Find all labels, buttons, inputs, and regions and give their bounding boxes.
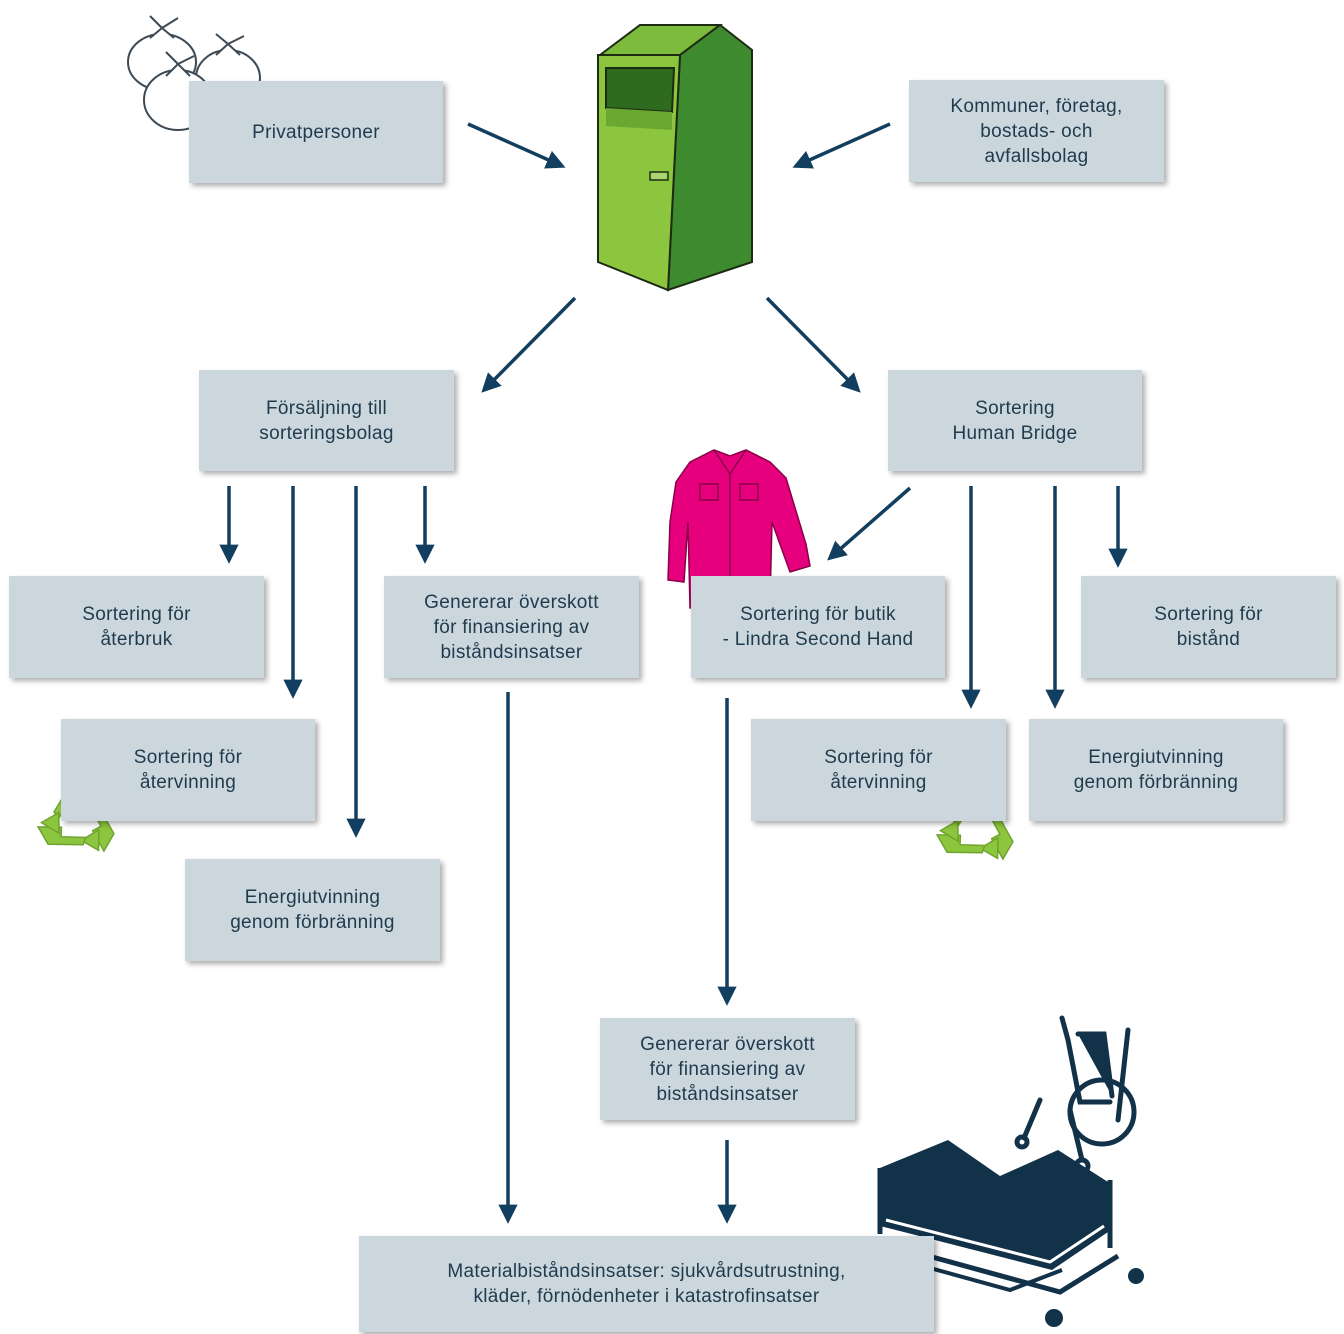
node-sortering-bistand: Sortering för bistånd — [1081, 576, 1336, 678]
arrow — [481, 296, 577, 393]
node-label: Materialbiståndsinsatser: sjukvårdsutrus… — [447, 1261, 846, 1307]
node-sortering-aterbruk: Sortering för återbruk — [9, 576, 264, 678]
node-privatpersoner: Privatpersoner — [189, 81, 443, 183]
node-sortering-atervinning-right: Sortering för återvinning — [751, 719, 1006, 821]
node-label: Försäljning till sorteringsbolag — [259, 397, 394, 444]
clothing-donation-bin-icon — [597, 23, 753, 292]
arrow — [765, 296, 861, 393]
jacket-icon — [667, 449, 811, 609]
arrow — [792, 122, 891, 169]
node-forsaljning-sorteringsbolag: Försäljning till sorteringsbolag — [199, 370, 454, 471]
node-energiutvinning-right: Energiutvinning genom förbränning — [1029, 719, 1283, 821]
node-label: Sortering Human Bridge — [952, 397, 1078, 444]
node-sortering-atervinning-left: Sortering för återvinning — [61, 719, 315, 821]
node-label: Sortering för återbruk — [82, 604, 191, 650]
node-label: Sortering för återvinning — [133, 747, 243, 793]
node-label: Genererar överskott för finansiering av … — [640, 1033, 815, 1105]
node-genererar-overskott-mid: Genererar överskott för finansiering av … — [600, 1018, 855, 1120]
arrow — [827, 486, 912, 561]
hospital-bed-icon — [877, 1140, 1144, 1327]
node-label: Kommuner, företag, bostads- och avfallsb… — [950, 95, 1123, 167]
node-kommuner-foretag: Kommuner, företag, bostads- och avfallsb… — [909, 80, 1164, 182]
node-label: Genererar överskott för finansiering av … — [424, 591, 599, 663]
node-label: Sortering för bistånd — [1154, 604, 1263, 650]
node-label: Sortering för butik - Lindra Second Hand — [722, 604, 914, 650]
node-sortering-human-bridge: Sortering Human Bridge — [888, 370, 1142, 471]
node-energiutvinning-left: Energiutvinning genom förbränning — [185, 859, 440, 961]
node-label: Energiutvinning genom förbränning — [1073, 747, 1239, 793]
node-label: Privatpersoner — [252, 121, 380, 143]
node-genererar-overskott-left: Genererar överskott för finansiering av … — [384, 576, 639, 678]
node-materialbistandsinsatser: Materialbiståndsinsatser: sjukvårdsutrus… — [359, 1236, 934, 1332]
node-sortering-butik: Sortering för butik - Lindra Second Hand — [691, 576, 945, 678]
arrow — [467, 122, 566, 169]
wheelchair-icon — [1014, 1015, 1137, 1175]
node-label: Sortering för återvinning — [824, 747, 933, 793]
node-label: Energiutvinning genom förbränning — [230, 887, 395, 933]
